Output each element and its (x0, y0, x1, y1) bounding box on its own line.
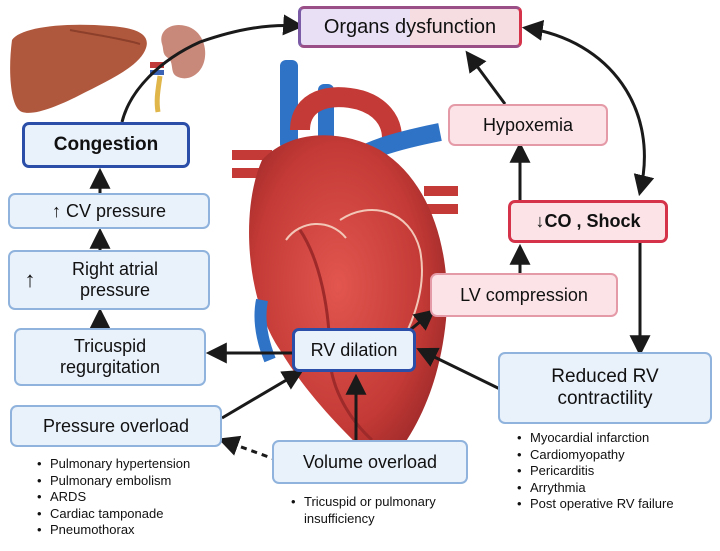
reduced-contractility-causes: Myocardial infarction Cardiomyopathy Per… (516, 430, 720, 513)
pressure-overload-label: Pressure overload (42, 415, 190, 436)
lv-compression-label: LV compression (460, 284, 588, 305)
right-atrial-pressure-box: ↑ Right atrial pressure (8, 250, 210, 310)
list-item: Tricuspid or pulmonary insufficiency (291, 494, 474, 527)
rv-dilation-box: RV dilation (292, 328, 416, 372)
co-shock-box: ↓CO , Shock (508, 200, 668, 243)
congestion-label: Congestion (53, 134, 159, 156)
up-arrow-icon: ↑ (24, 267, 36, 293)
arrow-hypoxemia-to-organs (465, 50, 507, 105)
arrow-organs-co-bidirectional (521, 19, 655, 197)
hypoxemia-box: Hypoxemia (448, 104, 608, 146)
list-item: Cardiac tamponade (37, 506, 270, 523)
list-item: ARDS (37, 489, 270, 506)
list-item: Pericarditis (517, 463, 720, 480)
list-item: Cardiomyopathy (517, 447, 720, 464)
reduced-rv-contractility-box: Reduced RV contractility (498, 352, 712, 424)
volume-overload-label: Volume overload (302, 451, 438, 472)
arrow-congestion-to-organs (120, 14, 305, 123)
list-item: Pulmonary embolism (37, 473, 270, 490)
list-item: Post operative RV failure (517, 496, 720, 513)
heart-icon (232, 60, 458, 470)
pressure-overload-box: Pressure overload (10, 405, 222, 447)
pressure-overload-causes: Pulmonary hypertension Pulmonary embolis… (36, 456, 270, 539)
list-item: Myocardial infarction (517, 430, 720, 447)
reduced-rv-contractility-label: Reduced RV contractility (551, 366, 659, 409)
tricuspid-regurgitation-box: Tricuspid regurgitation (14, 328, 206, 386)
right-atrial-pressure-label: Right atrial pressure (71, 259, 159, 300)
co-shock-label: ↓CO , Shock (535, 211, 641, 232)
volume-overload-box: Volume overload (272, 440, 468, 484)
congestion-box: Congestion (22, 122, 190, 168)
list-item: Arrythmia (517, 480, 720, 497)
cv-pressure-label: ↑ CV pressure (51, 200, 167, 221)
arrow-reduced-to-rvdilation (416, 347, 503, 392)
list-item: Pneumothorax (37, 522, 270, 539)
tricuspid-regurgitation-label: Tricuspid regurgitation (59, 336, 161, 377)
organs-dysfunction-box: Organs dysfunction (298, 6, 522, 48)
arrows (89, 14, 655, 466)
cv-pressure-box: ↑ CV pressure (8, 193, 210, 229)
arrow-rvdilation-to-lv (409, 309, 436, 332)
liver-icon (10, 24, 147, 113)
list-item: Pulmonary hypertension (37, 456, 270, 473)
volume-overload-causes: Tricuspid or pulmonary insufficiency (290, 494, 474, 527)
arrow-pressure-to-rvdilation (221, 369, 304, 420)
rv-dilation-label: RV dilation (310, 339, 398, 360)
hypoxemia-label: Hypoxemia (482, 114, 574, 135)
lv-compression-box: LV compression (430, 273, 618, 317)
organs-dysfunction-label: Organs dysfunction (323, 15, 497, 38)
